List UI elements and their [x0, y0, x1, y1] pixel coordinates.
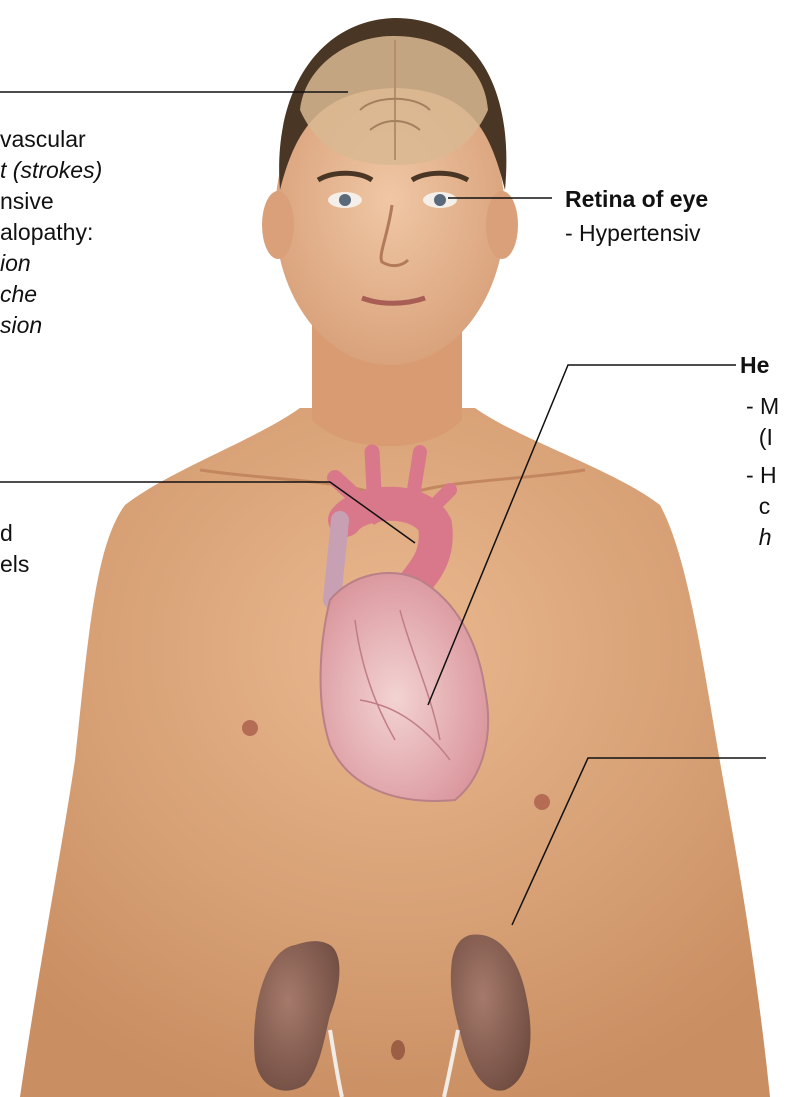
- left-ear: [262, 191, 294, 259]
- brain-line-4: alopathy:: [0, 217, 93, 248]
- brain-line-1: vascular: [0, 124, 86, 155]
- heart-item-4: c: [746, 491, 770, 522]
- retina-item: - Hypertensiv: [565, 218, 700, 249]
- heart-item-5: h: [746, 522, 772, 553]
- vessels-line-2: els: [0, 549, 29, 580]
- brain-line-6: che: [0, 279, 37, 310]
- brain-line-7: sion: [0, 310, 42, 341]
- retina-title: Retina of eye: [565, 184, 708, 215]
- heart-title: He: [740, 350, 769, 381]
- left-nipple: [242, 720, 258, 736]
- brain-line-3: nsive: [0, 186, 54, 217]
- navel: [391, 1040, 405, 1060]
- heart-item-1: - M: [746, 391, 779, 422]
- vessels-line-1: d: [0, 518, 13, 549]
- right-nipple: [534, 794, 550, 810]
- heart-item-2: (I: [746, 422, 773, 453]
- brain-line-2: t (strokes): [0, 155, 102, 186]
- right-ear: [486, 191, 518, 259]
- brain-line-5: ion: [0, 248, 31, 279]
- heart-item-3: - H: [746, 460, 777, 491]
